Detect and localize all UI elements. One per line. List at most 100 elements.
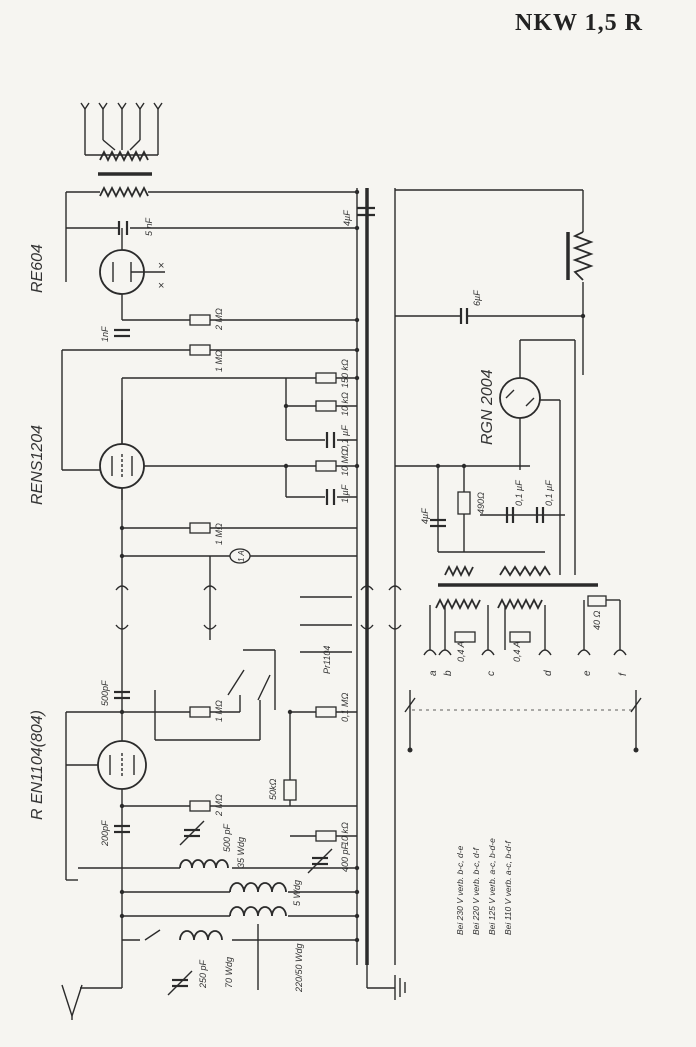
capacitor-1uF <box>325 489 336 505</box>
resistor-1MOhm-a <box>189 344 211 356</box>
resistor-50kOhm <box>283 779 297 801</box>
terminal-b: b <box>443 670 454 676</box>
tube-re604: × × <box>99 228 165 320</box>
resistor-40Ohm <box>587 595 607 607</box>
label-220-50wdg: 220/50 Wdg <box>294 943 304 993</box>
resistor-04A-a <box>454 631 476 643</box>
label-4uF-top: 4µF <box>342 210 352 226</box>
tube-label-rgn2004: RGN 2004 <box>479 369 496 445</box>
plug-connectors <box>115 585 402 653</box>
output-transformer <box>80 102 163 199</box>
label-150kOhm: 150 kΩ <box>340 359 350 388</box>
svg-text:×: × <box>158 260 164 272</box>
label-01uF-c: 0,1 µF <box>544 480 554 506</box>
coil-70wdg <box>179 930 223 941</box>
label-fuse: 1 A <box>237 550 246 562</box>
label-2MOhm-b: 2 MΩ <box>214 794 224 817</box>
terminal-c: c <box>486 671 497 676</box>
tube-label-rens1204: RENS1204 <box>29 425 46 505</box>
label-10kOhm-a: 10 kΩ <box>340 392 350 416</box>
resistor-150kOhm <box>315 372 337 384</box>
label-01MOhm: 0,1 MΩ <box>340 692 350 722</box>
resistor-2MOhm-b <box>189 800 211 812</box>
capacitor-01uF-b <box>505 507 515 523</box>
label-5nF: 5 nF <box>144 217 154 236</box>
coil-35wdg <box>179 859 229 869</box>
voltage-note-230: Bei 230 V verb. b-c, d-e <box>455 845 465 935</box>
label-01uF-b: 0,1 µF <box>514 480 524 506</box>
ground-icon <box>366 965 406 1000</box>
resistor-2MOhm-top <box>189 314 211 326</box>
terminal-e: e <box>582 670 593 676</box>
resistor-04A-b <box>509 631 531 643</box>
voltage-note-110: Bei 110 V verb. a-c, b-d-f <box>503 840 513 935</box>
resistor-490Ohm <box>457 491 471 515</box>
filter-choke <box>566 231 594 281</box>
capacitor-4uF-mid <box>430 518 446 528</box>
page-title: NKW 1,5 R <box>515 10 643 36</box>
capacitor-1nF <box>114 328 130 338</box>
label-1MOhm-a: 1 MΩ <box>214 350 224 372</box>
label-10kOhm-b: 10 kΩ <box>340 822 350 846</box>
label-5wdg: 5 Wdg <box>292 880 302 906</box>
label-35wdg: 35 Wdg <box>236 837 246 868</box>
fuse-1A <box>229 548 251 564</box>
label-1uF: 1 µF <box>340 484 350 503</box>
label-1MOhm-b: 1 MΩ <box>214 523 224 545</box>
label-50kOhm: 50kΩ <box>268 778 278 800</box>
svg-text:×: × <box>158 280 164 292</box>
voltage-note-220: Bei 220 V verb. b-c, d-f <box>471 846 481 935</box>
label-400pF: 400 pF <box>340 843 350 872</box>
label-04A-b: 0,4 A <box>512 641 522 662</box>
label-6uF: 6µF <box>472 290 482 306</box>
tube-label-re604: RE604 <box>29 244 46 293</box>
capacitor-250pF-variable[interactable] <box>167 970 193 996</box>
label-250pF: 250 pF <box>198 959 208 989</box>
label-1nF: 1nF <box>100 326 110 342</box>
junction-dots <box>119 189 586 943</box>
capacitor-6uF <box>459 308 469 324</box>
label-490Ohm: 490Ω <box>476 492 486 514</box>
label-01uF-a: 0,1 µF <box>340 425 350 451</box>
mains-switch[interactable] <box>404 690 642 750</box>
label-pr1104: Pr1104 <box>322 646 332 674</box>
label-2MOhm-top: 2 MΩ <box>214 308 224 331</box>
resistor-1MOhm-b <box>189 522 211 534</box>
capacitor-01uF-a <box>325 432 336 448</box>
voltage-selector-terminals[interactable] <box>423 649 627 656</box>
label-70wdg: 70 Wdg <box>224 957 234 988</box>
tube-rens1204 <box>99 443 145 500</box>
resistor-01MOhm <box>315 706 337 718</box>
label-04A-a: 0,4 A <box>456 641 466 662</box>
tube-rgn2004 <box>499 339 576 575</box>
resistor-10kOhm-a <box>315 400 337 412</box>
label-500pF-b: 500 pF <box>222 823 232 852</box>
tube-ren1104 <box>65 711 147 881</box>
label-40Ohm: 40 Ω <box>592 610 602 630</box>
coil-220-50wdg <box>229 906 287 917</box>
capacitor-01uF-c <box>535 507 545 523</box>
label-500pF-a: 500pF <box>100 680 110 706</box>
tube-label-ren1104: R EN1104(804) <box>29 710 46 820</box>
label-1MOhm-c: 1 MΩ <box>214 700 224 722</box>
terminal-d: d <box>543 670 554 676</box>
capacitor-200pF <box>114 824 130 834</box>
mains-transformer <box>435 564 598 611</box>
capacitor-4uF-top <box>357 206 375 217</box>
switch-gang[interactable] <box>154 649 276 741</box>
terminal-a: a <box>428 670 439 676</box>
label-4uF-mid: 4µF <box>420 508 430 524</box>
label-200pF: 200pF <box>100 820 110 847</box>
antenna-icon <box>61 984 83 1020</box>
coil-5wdg <box>229 882 287 893</box>
resistor-10kOhm-b <box>315 830 337 842</box>
capacitor-500pF-variable[interactable] <box>179 820 205 846</box>
voltage-note-125: Bei 125 V verb. a-c, b-d-e <box>487 838 497 935</box>
capacitor-500pF-a <box>114 690 130 700</box>
label-10MOhm: 10 MΩ <box>340 449 350 476</box>
capacitor-400pF-variable[interactable] <box>307 848 333 874</box>
resistor-1MOhm-c <box>189 706 211 718</box>
resistor-10MOhm <box>315 460 337 472</box>
capacitor-5nF <box>117 221 129 235</box>
